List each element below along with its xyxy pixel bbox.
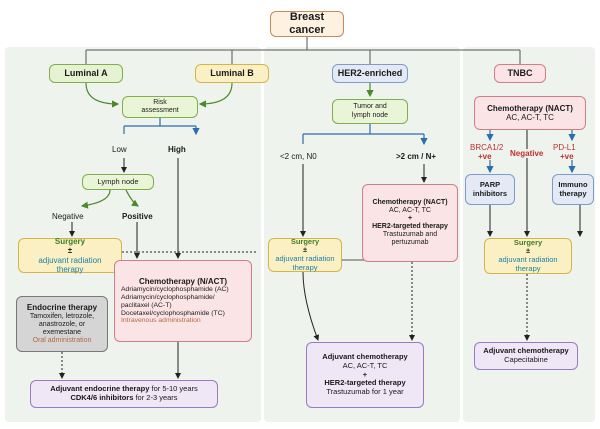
her2-nact-title: Chemotherapy (NACT) xyxy=(372,198,448,206)
tumor-lymph-box: Tumor and lymph node xyxy=(332,99,408,124)
tnbc-surgery-line-1: adjuvant radiation xyxy=(498,255,558,264)
endocrine-drugs-1: Tamoxifen, letrozole, xyxy=(29,312,95,320)
tnbc-adjuvant-drugs: Capecitabine xyxy=(504,355,548,364)
tnbc-surgery-box: Surgery ± adjuvant radiation therapy xyxy=(484,238,572,274)
luminal-chemo-box: Chemotherapy (N/ACT) Adriamycin/cyclopho… xyxy=(114,260,252,342)
chemo-line-4: Docetaxel/cyclophosphamide (TC) xyxy=(121,309,225,317)
luminal-b-box: Luminal B xyxy=(195,64,269,83)
her2-surgery-box: Surgery ± adjuvant radiation therapy xyxy=(268,236,342,272)
title-box: Breast cancer xyxy=(270,11,344,37)
parp-box: PARP inhibitors xyxy=(465,174,515,205)
tnbc-surgery-pm: ± xyxy=(525,246,531,256)
her2-adjuvant-title: Adjuvant chemotherapy xyxy=(322,352,408,362)
tnbc-label: TNBC xyxy=(507,68,533,79)
her2-surgery-line-1: adjuvant radiation xyxy=(275,254,335,263)
surgery-pm: ± xyxy=(67,246,73,256)
surgery-title: Surgery xyxy=(54,237,86,247)
positive-label: Positive xyxy=(122,212,153,221)
her2-drugs-1: Trastuzumab and xyxy=(382,231,438,239)
her2-adjuvant-plus: + xyxy=(362,369,368,379)
pdl1-pos-label: +ve xyxy=(560,152,574,161)
risk-line-1: Risk xyxy=(153,98,167,106)
immuno-line-1: Immuno xyxy=(558,179,588,189)
her2-nact-box: Chemotherapy (NACT) AC, AC-T, TC + HER2-… xyxy=(362,184,458,262)
low-label: Low xyxy=(112,145,127,154)
brca-label: BRCA1/2 xyxy=(470,143,504,152)
tnbc-box: TNBC xyxy=(494,64,546,83)
luminal-b-label: Luminal B xyxy=(210,68,254,79)
tnbc-nact-drugs: AC, AC-T, TC xyxy=(506,113,554,122)
chemo-line-3: paclitaxel (AC-T) xyxy=(121,301,172,309)
luminal-a-box: Luminal A xyxy=(49,64,123,83)
adjuvant-endocrine-rest: for 5-10 years xyxy=(149,384,198,394)
her2-drugs-2: pertuzumab xyxy=(391,239,429,247)
luminal-surgery-box: Surgery ± adjuvant radiation therapy xyxy=(18,237,122,274)
cdk-rest: for 2-3 years xyxy=(133,393,178,402)
large-tumor-label: >2 cm / N+ xyxy=(396,152,437,161)
adjuvant-endocrine-box: Adjuvant endocrine therapy for 5-10 year… xyxy=(30,380,218,408)
endocrine-route: Oral administration xyxy=(32,336,92,344)
her2-box: HER2-enriched xyxy=(332,64,408,83)
her2-surgery-line-2: therapy xyxy=(292,262,318,272)
her2-adjuvant-trastuzumab: Trastuzumab for 1 year xyxy=(326,386,404,396)
her2-adjuvant-targeted: HER2-targeted therapy xyxy=(324,378,406,388)
her2-label: HER2-enriched xyxy=(337,68,403,79)
her2-adjuvant-box: Adjuvant chemotherapy AC, AC-T, TC + HER… xyxy=(306,342,424,408)
small-tumor-label: <2 cm, N0 xyxy=(280,152,317,161)
surgery-line-1: adjuvant radiation xyxy=(38,255,102,265)
negative-label: Negative xyxy=(52,212,84,221)
her2-surgery-pm: ± xyxy=(302,245,308,255)
brca-pos-label: +ve xyxy=(478,152,492,161)
her2-targeted-title: HER2-targeted therapy xyxy=(372,223,448,230)
page-title: Breast cancer xyxy=(289,11,325,36)
parp-line-1: PARP xyxy=(479,179,501,189)
her2-nact-plus: + xyxy=(407,214,413,222)
parp-line-2: inhibitors xyxy=(472,188,508,198)
tnbc-surgery-title: Surgery xyxy=(513,237,543,247)
endocrine-drugs-3: exemestane xyxy=(42,328,82,336)
luminal-a-label: Luminal A xyxy=(64,68,108,79)
risk-line-2: assessment xyxy=(141,107,179,114)
endocrine-title: Endocrine therapy xyxy=(26,303,98,313)
immuno-line-2: therapy xyxy=(559,188,587,198)
tnbc-adjuvant-title: Adjuvant chemotherapy xyxy=(483,346,569,356)
lymph-node-label: Lymph node xyxy=(97,176,139,186)
her2-adjuvant-drugs: AC, AC-T, TC xyxy=(342,361,388,371)
chemo-route: Intravenous administration xyxy=(121,317,201,325)
tnbc-negative-label: Negative xyxy=(510,149,544,158)
endocrine-therapy-box: Endocrine therapy Tamoxifen, letrozole, … xyxy=(16,296,108,352)
high-label: High xyxy=(168,145,186,154)
pdl1-label: PD-L1 xyxy=(553,143,576,152)
lymph-node-box: Lymph node xyxy=(82,174,154,190)
surgery-line-2: therapy xyxy=(56,264,84,274)
chemo-title: Chemotherapy (N/ACT) xyxy=(138,276,227,286)
her2-nact-drugs: AC, AC-T, TC xyxy=(389,206,431,214)
tnbc-adjuvant-box: Adjuvant chemotherapy Capecitabine xyxy=(474,342,578,370)
risk-assessment-box: Risk assessment xyxy=(122,96,198,118)
chemo-line-2: Adriamycin/cyclophosphamide/ xyxy=(121,293,215,301)
immuno-box: Immuno therapy xyxy=(552,174,594,205)
tnbc-nact-title: Chemotherapy (NACT) xyxy=(487,103,573,113)
tumor-line-2: lymph node xyxy=(351,111,389,119)
cdk-bold: CDK4/6 inhibitors xyxy=(70,393,134,402)
tumor-line-1: Tumor and xyxy=(353,103,387,111)
tnbc-nact-box: Chemotherapy (NACT) AC, AC-T, TC xyxy=(474,96,586,130)
chemo-line-1: Adriamycin/cyclophosphamide (AC) xyxy=(121,286,229,294)
endocrine-drugs-2: anastrozole, or xyxy=(38,320,86,328)
her2-surgery-title: Surgery xyxy=(290,236,320,246)
adjuvant-endocrine-bold: Adjuvant endocrine therapy xyxy=(50,384,150,394)
tnbc-surgery-line-2: therapy xyxy=(515,263,541,273)
